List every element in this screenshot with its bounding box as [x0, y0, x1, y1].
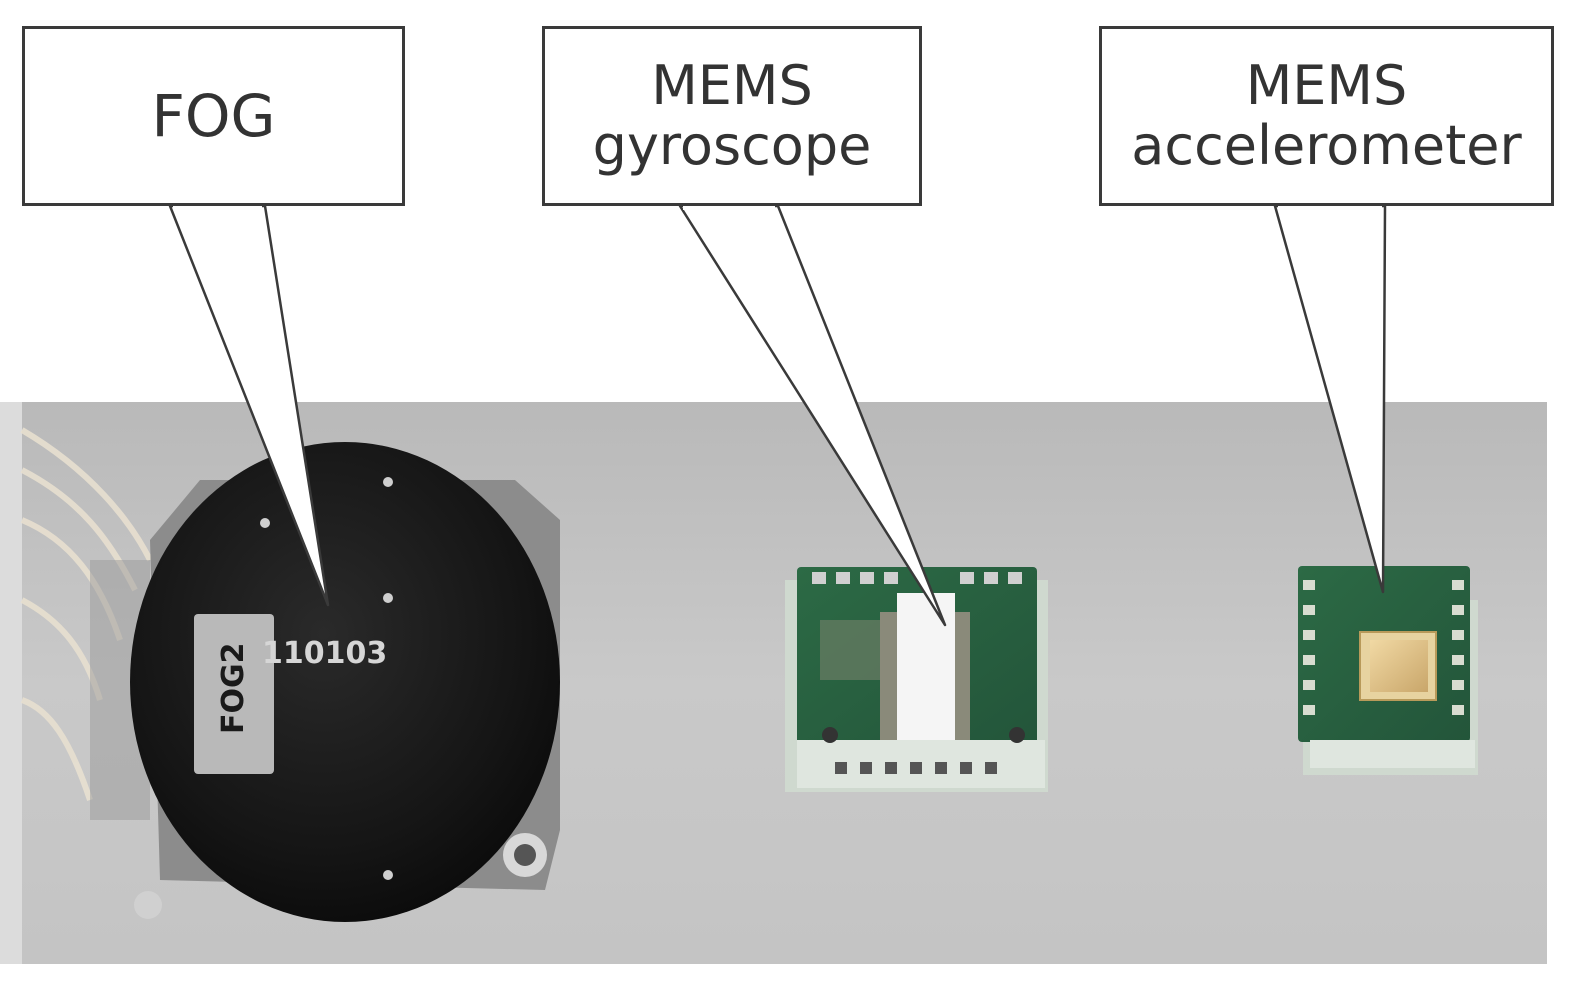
mems-accelerometer-board — [1298, 566, 1478, 775]
callout-accelerometer-line-2: accelerometer — [1131, 114, 1522, 177]
callout-fog: FOG — [22, 26, 405, 206]
callout-mems-accelerometer: MEMS accelerometer — [1099, 26, 1554, 206]
fog-sensor — [130, 442, 560, 922]
accelerometer-chip — [1370, 640, 1428, 692]
callout-fog-line-1: FOG — [151, 81, 276, 150]
mems-gyroscope-board — [785, 567, 1048, 792]
callout-accelerometer-line-1: MEMS — [1245, 53, 1408, 117]
callout-gyroscope-line-2: gyroscope — [592, 114, 872, 177]
gyroscope-sticker — [897, 593, 955, 743]
fog-label-text: FOG2 — [216, 642, 251, 735]
callout-gyroscope-line-1: MEMS — [651, 53, 813, 117]
fog-label-plate — [194, 614, 274, 774]
callout-mems-gyroscope: MEMS gyroscope — [542, 26, 922, 206]
fog-serial-text: 110103 — [262, 636, 388, 671]
